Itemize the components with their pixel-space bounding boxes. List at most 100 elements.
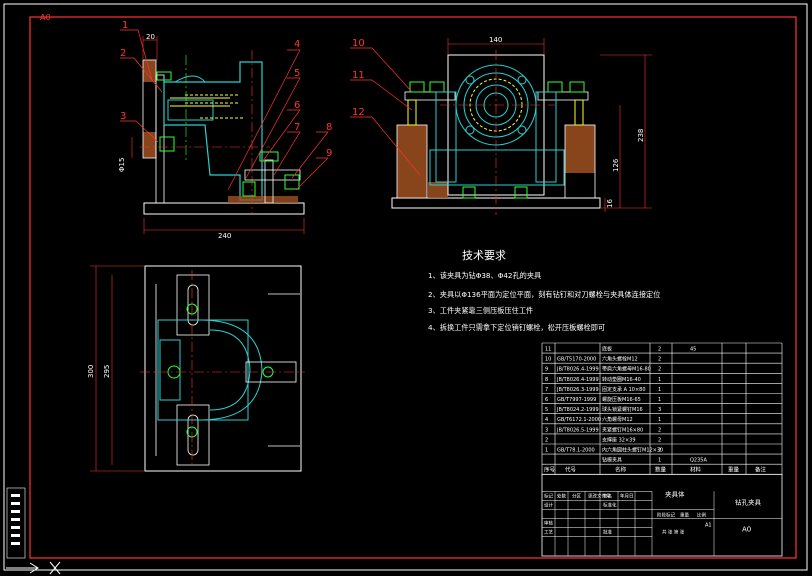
title-process-label: 批准 [603, 528, 612, 535]
title-review-label: 审核 [544, 519, 553, 526]
bom-cell-name: 球头锁紧螺钉M16 [602, 406, 643, 413]
dim-front-top: 20 [146, 33, 155, 41]
dim-side-height: 238 [637, 129, 645, 142]
tech-title: 技术要求 [462, 249, 506, 262]
side-leaders [350, 47, 421, 176]
title-stage-label: 阶段标记 [657, 511, 675, 518]
bom-cell-no: 11 [545, 347, 551, 353]
bom-cell-code: JB/T8024.2-1999 [556, 407, 599, 413]
bom-cell-code: JB/T8026.4-1999 [556, 367, 599, 373]
bom-cell-code: GB/T5170-2000 [557, 357, 596, 363]
bom-cell-no: 7 [545, 387, 548, 393]
bom-cell-no: 1 [545, 448, 548, 454]
bom-cell-code: GB/T78.1-2000 [557, 448, 595, 454]
bom-cell-code: JB/T8026.5-1999 [556, 427, 599, 433]
left-margin-strip [6, 487, 26, 559]
title-drawing-name: 夹具体 [665, 489, 685, 498]
bom-cell-qty: 3 [658, 407, 661, 413]
tech-item-4: 4、拆换工件只需拿下定位销钉螺栓，松开压板螺栓即可 [428, 323, 605, 332]
bom-cell-name: 支撑座 32×39 [602, 436, 636, 443]
dim-side-width: 140 [489, 36, 502, 44]
bom-cell-qty: 2 [658, 437, 661, 443]
bom-cell-no: 2 [545, 437, 548, 443]
bom-cell-name: 固定支承 A 10×80 [602, 386, 646, 393]
bom-header-cell: 代号 [565, 466, 577, 474]
front-leaders [120, 29, 329, 191]
bom-cell-no: 10 [545, 357, 551, 363]
bom-cell-no: 8 [545, 377, 548, 383]
callout-7: 7 [294, 122, 300, 133]
bom-cell-no: 5 [545, 407, 548, 413]
callout-4: 4 [294, 39, 300, 50]
callout-6: 6 [294, 100, 300, 111]
bom-cell-name: 夹紧螺钉M16×80 [602, 426, 643, 433]
front-view [131, 36, 305, 234]
tech-item-2: 2、夹具以Φ136平面为定位平面，刻有钻钉和对刀螺栓与夹具体连接定位 [428, 290, 660, 299]
bom-cell-name: 六角螺母M12 [602, 416, 633, 423]
ucs-icon [6, 561, 61, 575]
bom-cell-mat: Q235A [690, 458, 707, 464]
title-design-label: 设计 [544, 501, 553, 508]
dim-plan-inner: 295 [103, 365, 111, 378]
callout-9: 9 [326, 148, 332, 159]
title-process-label: 工艺 [544, 529, 553, 535]
bom-cell-name: 螺旋压板M16-65 [602, 396, 641, 403]
callout-3: 3 [120, 111, 126, 122]
callout-8: 8 [326, 122, 332, 133]
bom-cell-name: 转动垫圈M16-40 [602, 376, 641, 383]
bom-cell-qty: 1 [658, 417, 661, 423]
bom-cell-name: 带肩六角螺母M16-80 [602, 366, 651, 373]
title-weight-label: 重量 [680, 511, 689, 518]
bom-header-cell: 材料 [690, 466, 702, 474]
title-revision-label: 分区 [572, 492, 581, 499]
bom-cell-qty: 1 [658, 458, 661, 464]
title-part-name: 钻孔夹具 [735, 497, 762, 506]
bom-cell-qty: 1 [658, 387, 661, 393]
callout-2: 2 [120, 48, 126, 59]
title-revision-label: 年月日 [620, 492, 634, 499]
tech-item-1: 1、该夹具为钻Φ38、Φ42孔的夹具 [428, 271, 541, 280]
drawing-frame [29, 16, 797, 559]
bom-cell-qty: 2 [658, 347, 661, 353]
bom-cell-qty: 1 [658, 397, 661, 403]
title-revision-label: 更改文件号 [588, 492, 611, 499]
bom-cell-qty: 2 [658, 448, 661, 454]
bom-cell-name: 内六角圆柱头螺钉M12×30 [602, 447, 663, 454]
bom-cell-mat: 45 [690, 347, 696, 353]
title-revision-label: 标记 [544, 492, 553, 499]
bom-header-cell: 重量 [728, 466, 740, 474]
bom-cell-no: 6 [545, 397, 548, 403]
callout-5: 5 [294, 68, 300, 79]
bom-cell-qty: 1 [658, 377, 661, 383]
bom-cell-qty: 2 [658, 427, 661, 433]
bom-header-cell: 备注 [755, 466, 767, 474]
dim-front-width: 240 [218, 232, 231, 240]
bom-header-cell: 序号 [544, 466, 556, 474]
callout-11: 11 [352, 70, 365, 81]
title-revision-label: 签名 [603, 492, 612, 499]
bom-cell-name: 钻模夹具 [602, 457, 622, 464]
dim-side-small: 16 [606, 199, 614, 208]
bom-cell-qty: 2 [658, 367, 661, 373]
dim-plan-height: 300 [87, 365, 95, 378]
bom-cell-code: JB/T8026.3-1999 [556, 387, 599, 393]
bom-cell-code: GB/T7997-1999 [557, 397, 596, 403]
callout-1: 1 [122, 20, 128, 31]
bom-header-cell: 名称 [615, 466, 627, 474]
callout-12: 12 [352, 107, 365, 118]
plan-view [90, 265, 305, 472]
bom-cell-code: JB/T8026.4-1999 [556, 377, 599, 383]
side-view [391, 38, 652, 215]
frame-corner-label: A0 [40, 13, 51, 22]
title-a1-label: A1 [705, 522, 712, 528]
callout-10: 10 [352, 38, 365, 49]
bom-cell-no: 4 [545, 417, 548, 423]
title-revision-label: 处数 [557, 492, 566, 499]
bom-cell-name: 六角头螺栓M12 [602, 356, 638, 363]
bom-header-cell: 数量 [655, 466, 667, 474]
dim-side-mid: 126 [612, 158, 620, 172]
bom-cell-no: 3 [545, 427, 548, 433]
bom-cell-name: 底板 [602, 346, 612, 353]
